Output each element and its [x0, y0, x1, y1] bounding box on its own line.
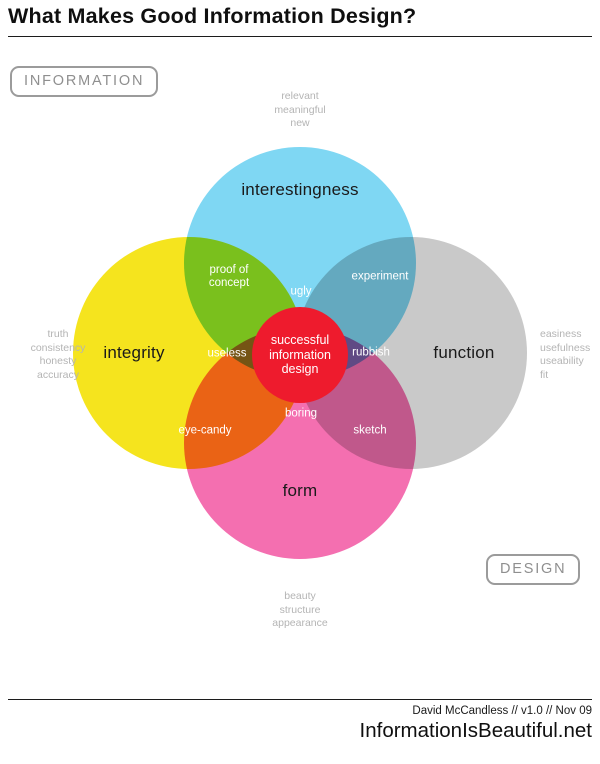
annotation-line: meaningful [274, 103, 326, 116]
region-label-boring: boring [285, 407, 317, 420]
annotation-line: usefulness [540, 341, 591, 354]
annotation-line: useability [540, 355, 584, 367]
annotation-line: honesty [39, 355, 77, 367]
venn-center-circle: successful information design [252, 307, 348, 403]
annotation-line: beauty [284, 590, 316, 602]
region-label-eye-candy: eye-candy [178, 424, 232, 437]
circle-label-function: function [433, 343, 495, 362]
annotation-line: new [290, 117, 310, 129]
information-badge: INFORMATION [10, 66, 159, 97]
region-label-sketch: sketch [353, 424, 387, 437]
annotation-line: consistency [30, 341, 86, 354]
footer-divider [8, 699, 592, 700]
page-title: What Makes Good Information Design? [8, 4, 417, 28]
circle-label-form: form [282, 481, 318, 500]
footer-site-url: InformationIsBeautiful.net [359, 719, 592, 742]
annotation-line: accuracy [36, 368, 79, 381]
annotation-line: relevant [281, 90, 319, 102]
region-label-experiment: experiment [351, 270, 409, 283]
annotation-integrity: truth consistency honesty accuracy [12, 328, 104, 382]
region-label-rubbish: rubbish [352, 346, 390, 359]
venn-center-label: successful information design [269, 333, 331, 377]
annotation-line: truth [47, 328, 69, 340]
circle-label-interestingness: interestingness [241, 180, 359, 199]
region-label-ugly: ugly [290, 285, 312, 298]
annotation-form: beauty structure appearance [272, 590, 327, 631]
annotation-line: easiness [540, 328, 582, 340]
header-divider [8, 36, 592, 37]
footer-credit: David McCandless // v1.0 // Nov 09 [412, 705, 592, 717]
circle-label-integrity: integrity [103, 343, 165, 362]
design-badge: DESIGN [486, 554, 581, 585]
annotation-function: easiness usefulness useability fit [540, 328, 590, 382]
annotation-line: structure [279, 603, 321, 616]
annotation-line: fit [540, 368, 549, 381]
annotation-line: appearance [272, 617, 328, 629]
annotation-interestingness: relevant meaningful new [274, 90, 325, 131]
region-label-useless: useless [207, 347, 247, 360]
region-label-proof-of-concept: proof of concept [208, 264, 250, 289]
